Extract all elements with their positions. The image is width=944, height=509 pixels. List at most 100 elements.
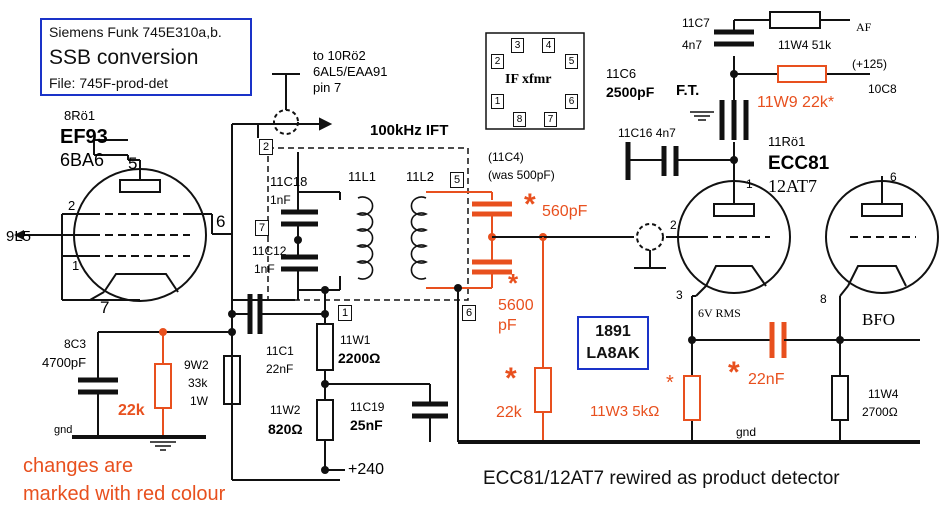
resistor-11w2 <box>316 399 334 441</box>
c560-label: 560pF <box>542 203 588 220</box>
changes-note-line1: changes are <box>23 455 134 477</box>
w4-bottom-ref: 11W4 <box>868 387 899 401</box>
r22k-mid-label: 22k <box>496 404 522 421</box>
tube1-type: EF93 <box>60 126 108 148</box>
output-arrow-icon <box>14 230 24 240</box>
cap-22nf <box>769 322 787 358</box>
c6-ref: 11C6 <box>606 66 637 81</box>
ift-terminal-5: 5 <box>450 172 464 188</box>
left-bottom-wiring <box>97 331 233 440</box>
title-model: Siemens Funk 745E310a,b. <box>49 24 222 40</box>
pin-3-right-label: 3 <box>676 288 683 302</box>
w9-label: 11W9 22k* <box>757 94 835 111</box>
tube2-type: ECC81 <box>768 153 830 174</box>
resistor-9w2 <box>223 355 241 405</box>
w2-ref: 11W2 <box>270 403 301 417</box>
resistor-11w1 <box>316 323 334 371</box>
cap-11c18-11c12 <box>281 209 318 272</box>
resistor-11w4-bottom <box>831 375 849 421</box>
ground-icon <box>690 111 714 121</box>
coil-11l2-label: 11L2 <box>406 169 434 184</box>
resistor-11w3 <box>683 375 701 421</box>
cap-11c6-ft <box>719 100 749 140</box>
pin-1-left-label: 1 <box>72 258 80 273</box>
probe-label-3: pin 7 <box>313 80 342 95</box>
c8c3-val: 4700pF <box>42 355 87 370</box>
c5600-line2: pF <box>498 317 517 334</box>
c16-label: 11C16 4n7 <box>618 126 676 140</box>
resistor-22k-mid <box>534 367 552 413</box>
ift-terminal-6: 6 <box>462 305 476 321</box>
ifx-pin-4: 4 <box>542 38 555 53</box>
ifx-pin-5: 5 <box>565 54 578 69</box>
junction-dot <box>730 156 738 164</box>
ift-enclosure <box>267 147 469 301</box>
junction-dot <box>321 380 329 388</box>
ift-terminal-2: 2 <box>259 139 273 155</box>
c8c3-ref: 8C3 <box>64 337 87 351</box>
c18-ref: 11C18 <box>270 174 308 189</box>
pin-2-left-label: 2 <box>68 198 76 213</box>
w4-top-label: 11W4 51k <box>778 38 832 52</box>
title-file: File: 745F-prod-det <box>49 75 169 91</box>
junction-dot <box>294 236 302 244</box>
junction-dot <box>159 328 167 336</box>
ef93-tube-symbol <box>24 139 213 302</box>
probe-label-2: 6AL5/EAA91 <box>313 64 388 79</box>
ifx-pin-7: 7 <box>544 112 557 127</box>
c5600-line1: 5600 <box>498 297 534 314</box>
w2-9-ref: 9W2 <box>184 358 209 372</box>
pin-6-left-label: 6 <box>216 212 226 231</box>
callsign-number: 1891 <box>595 323 631 340</box>
w2-9-val: 33k <box>188 376 208 390</box>
coil-11l2 <box>410 196 428 280</box>
w1-ref: 11W1 <box>340 333 371 347</box>
rms-label: 6V RMS <box>698 306 741 320</box>
ft-label: F.T. <box>676 82 700 99</box>
resistor-11w9 <box>777 65 827 83</box>
c1-ref: 11C1 <box>266 344 294 358</box>
footer-caption: ECC81/12AT7 rewired as product detector <box>483 468 840 489</box>
coil-11l1-label: 11L1 <box>348 169 376 184</box>
c1-val: 22nF <box>266 362 294 376</box>
c18-val: 1nF <box>270 193 291 207</box>
c7-val: 4n7 <box>682 38 703 52</box>
cap-11c16 <box>625 142 679 180</box>
plus240-label: +240 <box>348 461 385 478</box>
ifx-pin-6: 6 <box>565 94 578 109</box>
ift-terminal-7: 7 <box>255 220 269 236</box>
tube2-ref: 11Rö1 <box>768 134 806 149</box>
w3-label: 11W3 5kΩ <box>590 403 660 420</box>
c8-10-label: 10C8 <box>868 82 897 96</box>
if-xfmr-outline <box>485 32 585 130</box>
c6-val: 2500pF <box>606 84 655 100</box>
junction-dot <box>454 284 462 292</box>
changes-note: changes are marked with red colour <box>23 452 225 508</box>
gnd-right-label: gnd <box>736 425 757 439</box>
tube2-alt: 12AT7 <box>768 176 817 196</box>
ifx-title: IF xfmr <box>505 72 552 87</box>
junction-dot <box>321 466 329 474</box>
ift-title: 100kHz IFT <box>370 122 449 139</box>
pin-6-right-label: 6 <box>890 170 897 184</box>
ifx-pin-8: 8 <box>513 112 526 127</box>
cap-11c7 <box>714 29 754 47</box>
ecc81-right-triode <box>825 176 939 297</box>
star-w3: * <box>666 372 674 394</box>
probe-to-10ro2 <box>258 73 333 135</box>
w1-val: 2200Ω <box>338 350 381 366</box>
junction-dot <box>688 336 696 344</box>
pin-8-right-label: 8 <box>820 292 827 306</box>
ecc81-wiring <box>628 19 920 442</box>
plus125-label: (+125) <box>852 57 888 71</box>
c12-ref: 11C12 <box>252 244 287 258</box>
callsign-name: LA8AK <box>586 345 640 362</box>
junction-dot <box>730 70 738 78</box>
coil-11l1 <box>356 196 374 280</box>
title-heading: SSB conversion <box>49 46 199 69</box>
c19-val: 25nF <box>350 417 383 433</box>
junction-dot <box>228 310 236 318</box>
cap-560pf-5600pf <box>472 201 512 275</box>
title-box: Siemens Funk 745E310a,b. SSB conversion … <box>40 18 252 96</box>
star-5600: * <box>508 268 519 298</box>
